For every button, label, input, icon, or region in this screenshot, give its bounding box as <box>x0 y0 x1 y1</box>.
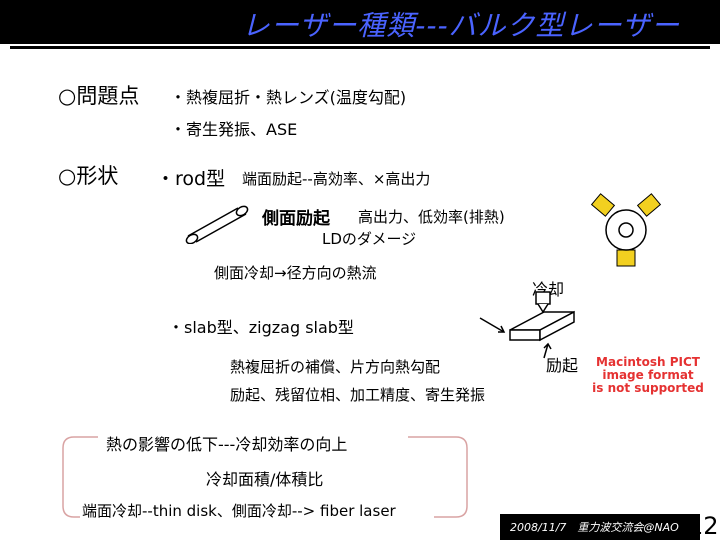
slide-title: レーザー種類---バルク型レーザー <box>241 9 680 42</box>
side-pump-label: 側面励起 <box>262 209 330 229</box>
page-number: 12 <box>688 512 719 540</box>
summary-line-2: 冷却面積/体積比 <box>206 470 324 489</box>
end-pump-note: 端面励起--高効率、×高出力 <box>242 170 431 188</box>
problem-item-1: ・熱複屈折・熱レンズ(温度勾配) <box>170 88 407 107</box>
summary-box-frame <box>62 436 468 518</box>
pict-placeholder-line-3: is not supported <box>592 381 704 395</box>
slab-note-2: 励起、残留位相、加工精度、寄生発振 <box>230 386 486 404</box>
pump-label: 励起 <box>546 356 579 375</box>
side-pump-cross-section <box>590 193 662 267</box>
rod-diagram <box>185 205 249 244</box>
summary-line-1: 熱の影響の低下---冷却効率の向上 <box>106 435 348 454</box>
side-pump-note: 高出力、低効率(排熱) <box>358 208 505 226</box>
header-bar <box>0 0 720 44</box>
rod-type: ・rod型 <box>156 168 226 190</box>
pict-placeholder-line-2: image format <box>602 368 694 382</box>
footer-stamp: 2008/11/7 重力波交流会@NAO <box>500 514 700 540</box>
side-cooling-note: 側面冷却→径方向の熱流 <box>214 264 377 282</box>
summary-line-3: 端面冷却--thin disk、側面冷却--> fiber laser <box>82 502 396 520</box>
pict-placeholder-line-1: Macintosh PICT <box>596 355 700 369</box>
title-divider <box>10 46 710 49</box>
slab-note-1: 熱複屈折の補償、片方向熱勾配 <box>230 358 441 376</box>
ld-damage-note: LDのダメージ <box>322 230 417 248</box>
problem-item-2: ・寄生発振、ASE <box>170 120 298 139</box>
shape-label: ○形状 <box>58 164 119 188</box>
slab-diagram <box>479 291 575 359</box>
slab-type: ・slab型、zigzag slab型 <box>168 318 354 337</box>
pict-placeholder: Macintosh PICT image format is not suppo… <box>578 356 718 396</box>
problems-label: ○問題点 <box>58 84 140 108</box>
footer-text: 2008/11/7 重力波交流会@NAO <box>510 521 679 534</box>
